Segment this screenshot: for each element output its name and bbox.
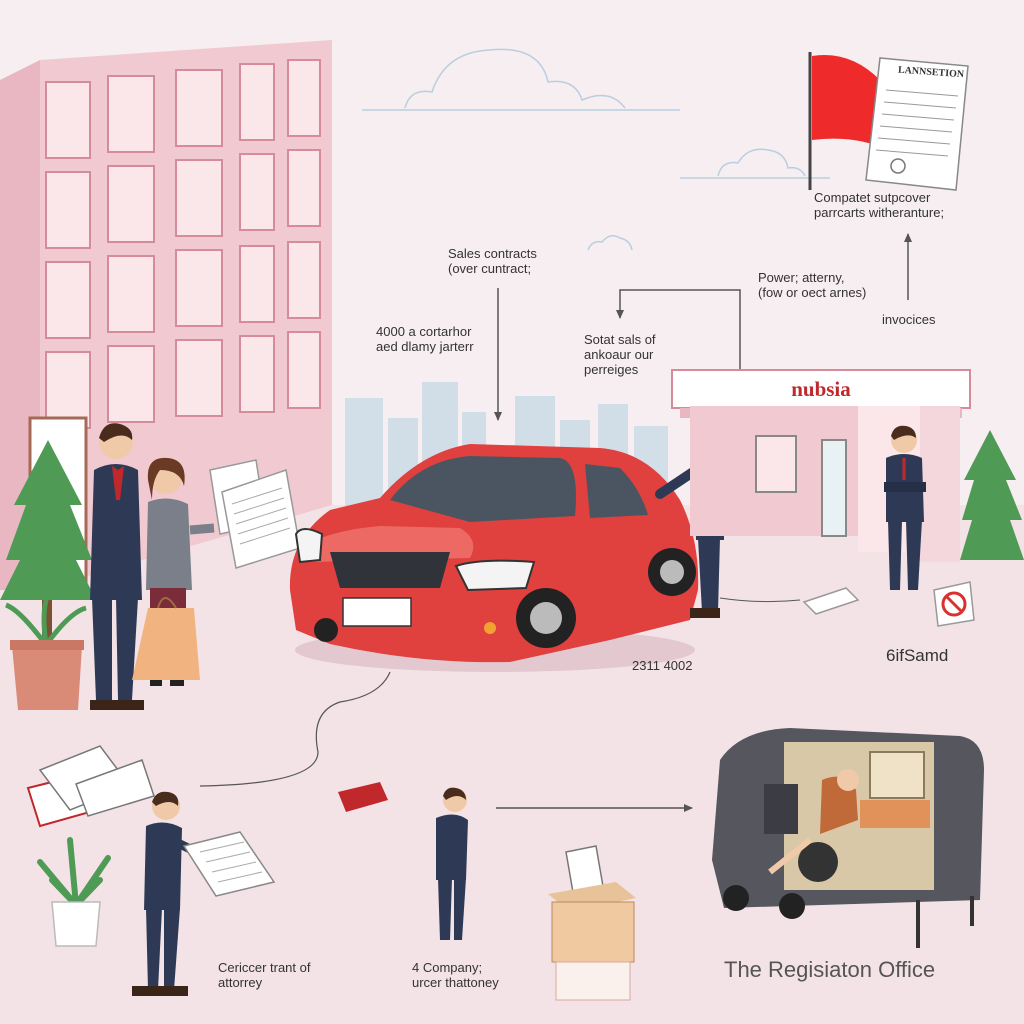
- label-sales-contracts: Sales contracts(over cuntract;: [448, 246, 537, 276]
- connector-line: [199, 671, 391, 787]
- contract-papers: [209, 459, 301, 569]
- arrow-power-attorney: [616, 289, 741, 370]
- certificate-document: [865, 57, 969, 191]
- cloud: [362, 48, 680, 111]
- potted-plant-left: [4, 588, 87, 710]
- label-power-attorney: Power; atterny,(fow or oect arnes): [758, 270, 867, 300]
- cloud: [680, 148, 830, 179]
- plate-number-label: 2311 4002: [632, 658, 693, 673]
- registration-office-title: The Regisiaton Office: [724, 957, 936, 982]
- dealership-building: [671, 369, 971, 562]
- paper-on-ground: [802, 587, 860, 615]
- brand-label: 6ifSamd: [886, 646, 949, 665]
- label-invoices: invocices: [882, 312, 936, 327]
- label-company: 4 Company;urcer thattoney: [412, 960, 499, 990]
- stacked-documents: [26, 745, 155, 828]
- license-plate: [342, 597, 412, 627]
- potted-plant-bottom: [37, 837, 111, 947]
- document-in-hand: [182, 831, 276, 897]
- tree-right: [960, 430, 1024, 560]
- man-arms-crossed: [884, 425, 926, 590]
- dealer-sign: nubsia: [791, 376, 851, 401]
- ballot-box: [548, 845, 636, 1001]
- red-car: [289, 444, 699, 672]
- standing-man: [436, 787, 468, 940]
- registration-van: [712, 728, 984, 948]
- connector-line: [719, 597, 801, 603]
- red-item-on-ground: [338, 782, 388, 812]
- man-with-contract: [90, 423, 144, 710]
- woman-with-bag: [132, 457, 215, 686]
- cloud: [587, 235, 633, 251]
- tree-left: [0, 440, 96, 645]
- no-sign: [933, 581, 975, 627]
